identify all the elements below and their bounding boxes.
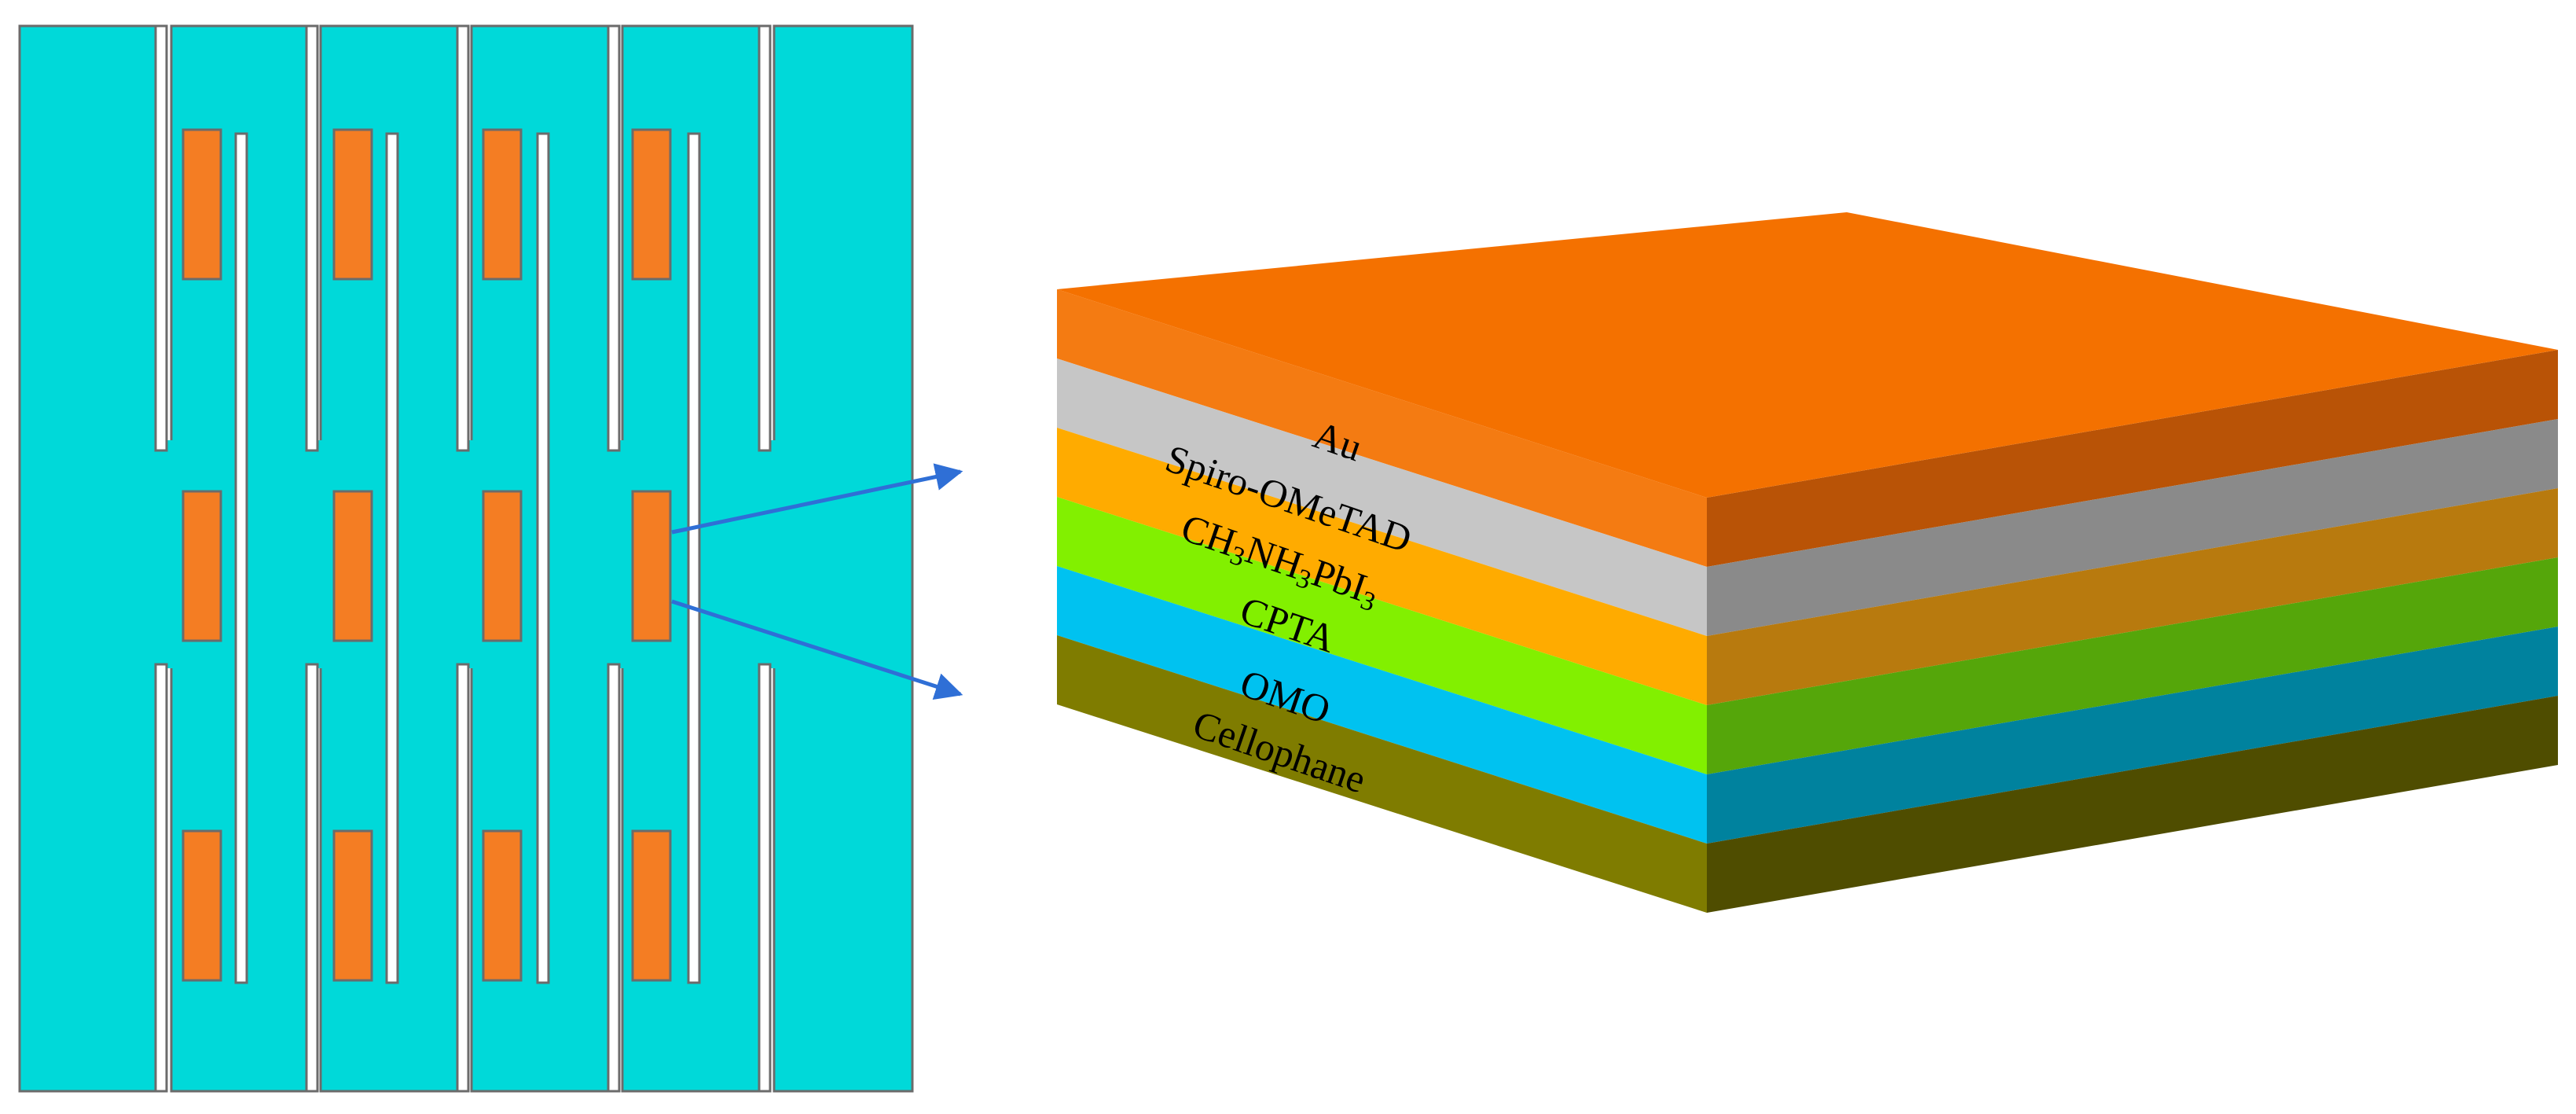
kirigami-short-slit (758, 663, 772, 1093)
layer-side-cellophane (1707, 696, 2558, 913)
stack-top-face (1057, 212, 2558, 498)
solar-cell (182, 128, 222, 281)
layer-side-cpta (1707, 557, 2558, 774)
solar-cell (631, 829, 672, 982)
kirigami-short-slit (758, 24, 772, 452)
solar-cell (332, 490, 373, 642)
kirigami-short-slit (305, 24, 319, 452)
kirigami-short-slit (607, 24, 621, 452)
kirigami-bridge (306, 440, 324, 668)
kirigami-strip (18, 24, 160, 1093)
layer-side-au (1707, 350, 2558, 567)
solar-cell (482, 829, 523, 982)
kirigami-short-slit (305, 663, 319, 1093)
layer-front-omo (1057, 566, 1707, 844)
layer-side-perovskite (1707, 488, 2558, 705)
kirigami-bridge (457, 440, 475, 668)
kirigami-bridge (156, 440, 173, 668)
layer-faces (1057, 289, 2558, 913)
solar-cell-array (182, 128, 672, 982)
device-layer-stack: Au Spiro-OMeTAD CH3NH3PbI3 CPTA OMO Cell… (1057, 212, 2558, 913)
kirigami-short-slit (607, 663, 621, 1093)
layer-front-cpta (1057, 497, 1707, 774)
layer-front-perovskite (1057, 428, 1707, 705)
kirigami-long-slit (687, 132, 701, 984)
kirigami-short-slit (456, 24, 470, 452)
solar-cell (631, 490, 672, 642)
layer-side-omo (1707, 627, 2558, 844)
zoom-arrow-lower (671, 599, 963, 700)
kirigami-short-slit (154, 24, 168, 452)
kirigami-long-slit (536, 132, 550, 984)
solar-cell (182, 490, 222, 642)
solar-cell (482, 128, 523, 281)
kirigami-long-slit (385, 132, 399, 984)
layer-front-spiro (1057, 358, 1707, 636)
kirigami-bridge (608, 440, 626, 668)
zoom-arrow-upper (671, 463, 963, 535)
layer-side-spiro (1707, 419, 2558, 636)
kirigami-long-slit (234, 132, 248, 984)
solar-cell (332, 128, 373, 281)
solar-cell (182, 829, 222, 982)
kirigami-cuts (154, 24, 776, 1093)
zoom-arrows (671, 463, 963, 700)
layer-front-au (1057, 289, 1707, 567)
kirigami-short-slit (154, 663, 168, 1093)
kirigami-pattern (18, 24, 914, 1093)
solar-cell (482, 490, 523, 642)
kirigami-strip (772, 24, 914, 1093)
layer-front-cellophane (1057, 635, 1707, 913)
kirigami-short-slit (456, 663, 470, 1093)
solar-cell (332, 829, 373, 982)
solar-cell (631, 128, 672, 281)
kirigami-bridge (759, 440, 776, 668)
